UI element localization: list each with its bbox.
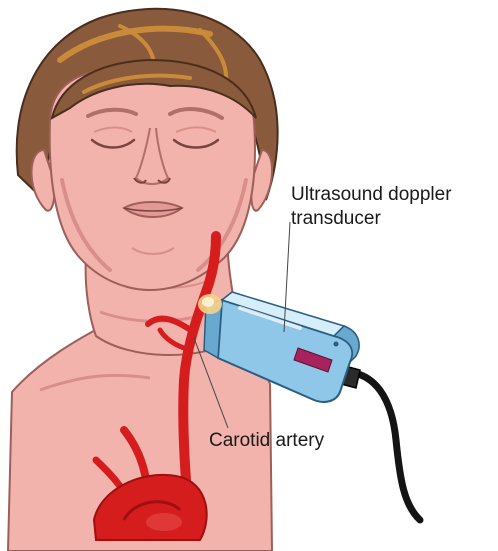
label-ultrasound-doppler-transducer: Ultrasound doppler transducer bbox=[291, 183, 452, 231]
label-transducer-line1: Ultrasound doppler bbox=[291, 183, 452, 207]
label-transducer-line2: transducer bbox=[291, 207, 452, 231]
label-carotid-artery: Carotid artery bbox=[209, 429, 324, 453]
face bbox=[32, 60, 273, 290]
ultrasound-gel bbox=[198, 294, 222, 314]
